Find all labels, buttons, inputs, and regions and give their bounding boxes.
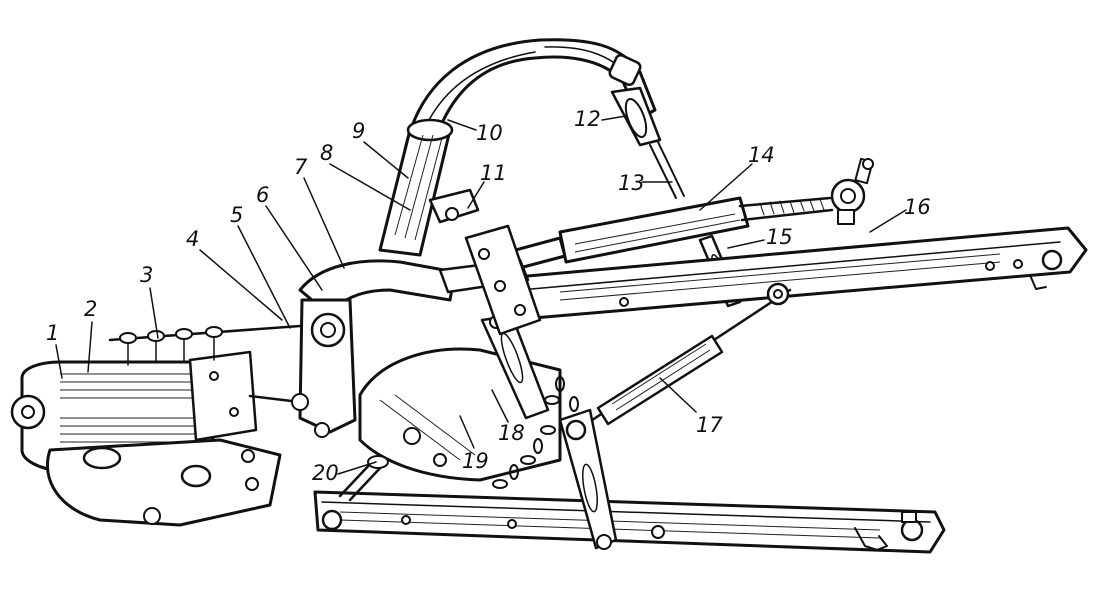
bolt-row — [108, 324, 302, 366]
callout-4: 4 — [186, 227, 199, 251]
callout-3: 3 — [140, 263, 153, 287]
callout-9: 9 — [352, 119, 365, 143]
valve-block — [188, 350, 309, 442]
callout-18: 18 — [498, 421, 525, 445]
callout-7: 7 — [294, 155, 308, 179]
callout-15: 15 — [766, 225, 793, 249]
callout-1: 1 — [46, 321, 59, 345]
callout-16: 16 — [904, 195, 931, 219]
callout-10: 10 — [476, 121, 503, 145]
leader-lines — [55, 115, 907, 475]
left-lower-arm — [313, 490, 946, 554]
callout-5: 5 — [230, 203, 243, 227]
callout-13: 13 — [618, 171, 645, 195]
callout-17: 17 — [696, 413, 723, 437]
callout-8: 8 — [320, 141, 333, 165]
arched-upper-link — [403, 38, 657, 152]
callout-11: 11 — [480, 161, 507, 185]
check-chain — [492, 376, 579, 489]
callout-19: 19 — [462, 449, 489, 473]
bracket-assembly — [428, 188, 542, 336]
callout-numbers: 1 2 3 4 5 6 7 8 9 10 11 12 13 14 15 16 1… — [46, 107, 931, 485]
callout-20: 20 — [312, 461, 339, 485]
callout-6: 6 — [256, 183, 269, 207]
brace-turnbuckle-17 — [578, 282, 792, 430]
callout-12: 12 — [574, 107, 601, 131]
callout-14: 14 — [748, 143, 775, 167]
upper-hanger-link — [610, 86, 685, 199]
hydraulic-cylinder-assembly — [10, 360, 282, 527]
vertical-cylinder — [378, 118, 454, 257]
callout-2: 2 — [84, 297, 97, 321]
cross-shaft — [338, 455, 389, 502]
lower-lift-link — [558, 408, 618, 550]
